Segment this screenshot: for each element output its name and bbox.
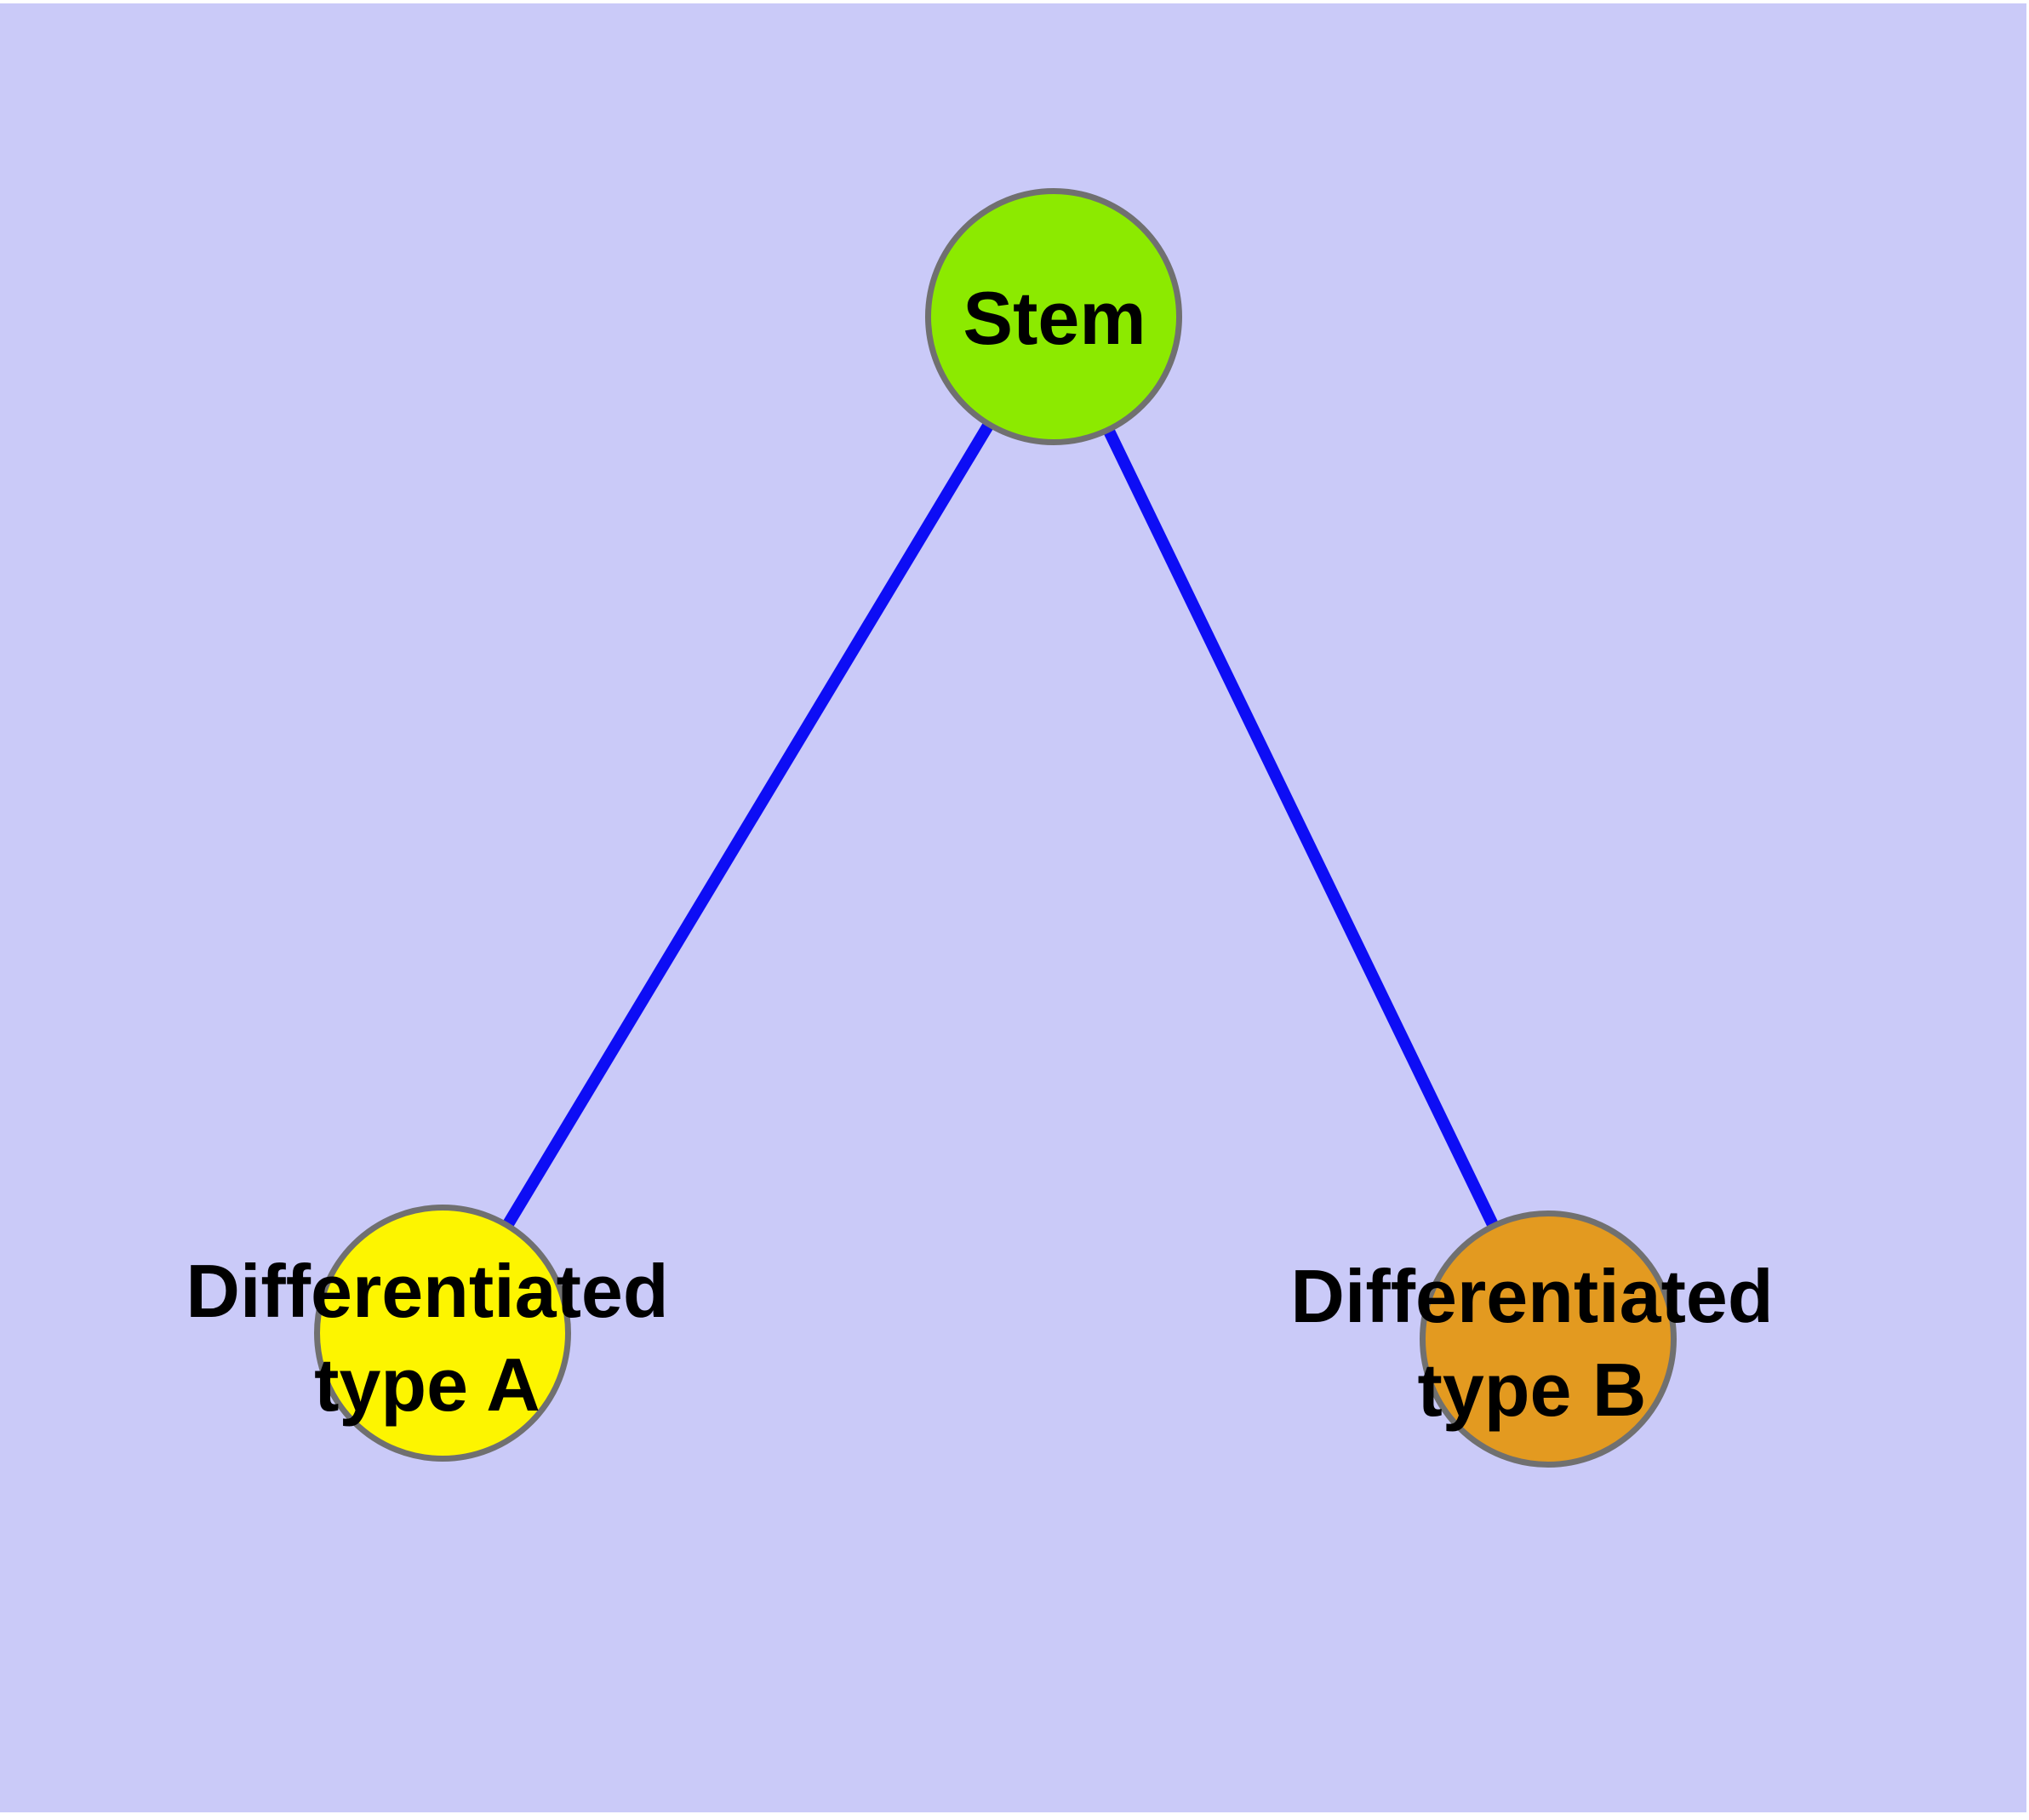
- node-differentiated-type-b: [1420, 1210, 1677, 1468]
- node-label-differentiated-type-a: Differentiated type A: [186, 1249, 669, 1427]
- edge-stem-to-type-b: [1048, 313, 1554, 1342]
- node-label-differentiated-type-b: Differentiated type B: [1290, 1254, 1774, 1432]
- node-label-stem: Stem: [963, 276, 1146, 360]
- node-stem: [925, 188, 1182, 445]
- node-differentiated-type-a: [314, 1205, 571, 1462]
- edge-stem-to-type-a: [437, 313, 1059, 1336]
